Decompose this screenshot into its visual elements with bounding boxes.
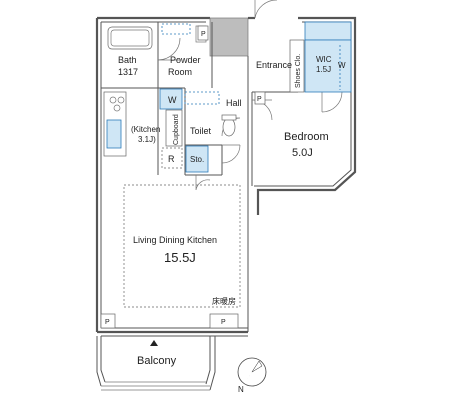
compass-label: N [238, 385, 244, 394]
outer-walls [95, 16, 357, 337]
cupboard [165, 109, 183, 147]
vanity-counter [161, 23, 191, 35]
entrance-door [254, 0, 277, 19]
pipe-mark-2: P [257, 96, 262, 103]
storage-label: Sto. [190, 155, 204, 164]
balcony [96, 336, 216, 391]
floor-heating-label: 床暖房 [212, 296, 236, 306]
refrigerator-mark: R [168, 154, 175, 164]
bathtub [107, 26, 153, 50]
pipe-mark-1: P [201, 31, 206, 38]
walk-in-closet [304, 39, 352, 93]
entrance-label: Entrance [256, 60, 292, 70]
shoes-closet-label: Shoes Clo. [295, 54, 302, 88]
washer-mark: W [168, 95, 177, 105]
hall-label: Hall [226, 98, 242, 108]
refrigerator-space [161, 147, 183, 169]
fixtures [100, 21, 352, 329]
wic-mark: W [338, 61, 346, 70]
shoes-closet [289, 39, 305, 93]
powder-room-label-1: Powder [170, 55, 201, 65]
powder-room-label-2: Room [168, 67, 192, 77]
bath-label: Bath [118, 55, 137, 65]
ldk-size: 15.5J [164, 250, 196, 265]
kitchen-label-1: (Kitchen [131, 125, 160, 134]
bath-door [157, 37, 181, 61]
structural-column [209, 17, 249, 57]
kitchen-sink [106, 119, 122, 149]
labels: Bath 1317 Powder Room Hall Entrance Shoe… [105, 31, 346, 367]
toilet-label: Toilet [190, 126, 212, 136]
ldk-label: Living Dining Kitchen [133, 235, 217, 245]
toilet-bowl [222, 117, 236, 137]
floor-heating-area [123, 184, 241, 308]
pipe-mark-4: P [221, 319, 226, 326]
ldk-door [195, 175, 211, 191]
storage-door [221, 144, 241, 164]
bedroom-label: Bedroom [284, 131, 329, 143]
window-marker [150, 340, 158, 346]
storage-unit [185, 145, 209, 173]
wic-door [321, 91, 343, 113]
bath-size: 1317 [118, 67, 138, 77]
compass: N [237, 357, 267, 394]
pipe-mark-3: P [105, 319, 110, 326]
bedroom-size: 5.0J [292, 147, 313, 159]
wic-size: 1.5J [316, 65, 331, 74]
cupboard-label: Cupboard [173, 114, 180, 145]
wic-label: WIC [316, 55, 332, 64]
balcony-label: Balcony [137, 355, 177, 367]
kitchen-label-2: 3.1J) [138, 135, 156, 144]
washer [159, 88, 183, 110]
